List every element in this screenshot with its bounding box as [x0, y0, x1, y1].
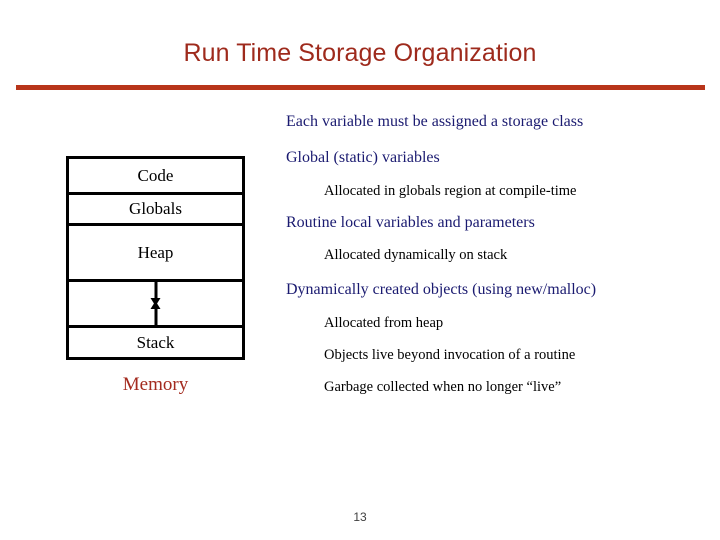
- bullet-item: Dynamically created objects (using new/m…: [286, 281, 597, 298]
- bullet-subitem: Allocated from heap: [324, 315, 444, 331]
- bullet-item: Each variable must be assigned a storage…: [286, 113, 584, 130]
- memory-region-code: Code: [69, 159, 242, 195]
- title-divider-rule: [16, 85, 705, 90]
- bullet-subitem: Allocated dynamically on stack: [324, 247, 508, 263]
- heap-growth-down-arrow-icon: [154, 282, 157, 299]
- stack-growth-up-arrow-icon: [154, 308, 157, 325]
- bullet-list: Each variable must be assigned a storage…: [286, 113, 706, 396]
- bullet-subitem: Objects live beyond invocation of a rout…: [324, 347, 576, 363]
- bullet-item: Routine local variables and parameters: [286, 214, 535, 231]
- memory-diagram-caption: Memory: [122, 374, 189, 395]
- page-title: Run Time Storage Organization: [183, 39, 537, 67]
- bullet-subitem: Allocated in globals region at compile-t…: [324, 183, 577, 199]
- memory-region-stack: Stack: [136, 333, 175, 352]
- memory-region-heap: Heap: [69, 226, 242, 282]
- memory-region-globals: Globals: [69, 195, 242, 226]
- bullet-subitem: Garbage collected when no longer “live”: [324, 379, 562, 395]
- slide-page-number: 13: [353, 510, 367, 524]
- bullet-item: Global (static) variables: [286, 149, 440, 166]
- memory-region-free-space: [69, 282, 242, 328]
- memory-layout-diagram: Code Globals Heap Stack: [66, 156, 245, 360]
